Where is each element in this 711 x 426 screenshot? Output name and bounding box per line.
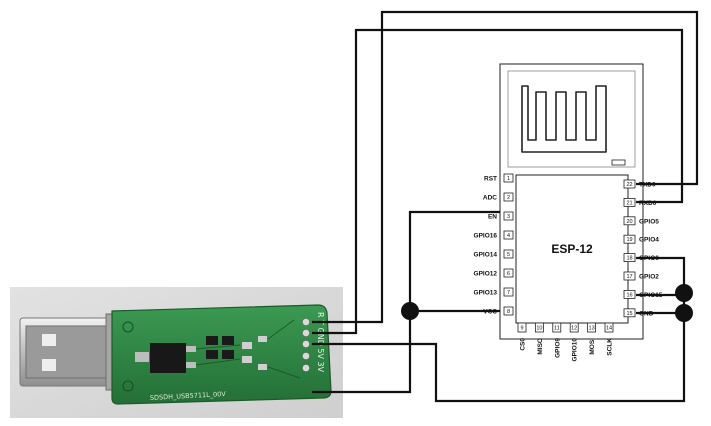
- pin-gpio13: 7 GPIO13: [474, 287, 514, 297]
- pin-gpio4: 19 GPIO4: [623, 234, 659, 244]
- pin-number: 8: [507, 309, 510, 315]
- junction-gnd: [675, 304, 693, 322]
- pin-number: 15: [626, 311, 632, 317]
- pin-number: 14: [606, 326, 612, 332]
- junction-vcc: [401, 302, 419, 320]
- pin-rxd0: 21 RXD0: [623, 197, 657, 207]
- pin-label: EN: [488, 214, 497, 221]
- pin-en: 3 EN: [488, 211, 514, 221]
- pin-number: 18: [626, 256, 632, 262]
- pin-gpio16: 4 GPIO16: [474, 230, 514, 240]
- pin-label: GPIO12: [474, 271, 498, 278]
- wire-r-to-txd0: [312, 10, 699, 324]
- pin-label: GPIO14: [474, 252, 498, 259]
- pin-adc: 2 ADC: [483, 192, 514, 202]
- pin-number: 6: [507, 271, 510, 277]
- header-label: R T GND 5V 3V: [316, 312, 325, 373]
- antenna-area: [507, 70, 636, 168]
- module-name: ESP-12: [551, 242, 593, 256]
- pin-label: GPIO10: [572, 338, 579, 362]
- pin-number: 16: [626, 292, 632, 298]
- pin-label: GPIO5: [639, 218, 659, 225]
- pin-number: 5: [507, 252, 510, 258]
- pin-label: CS0: [520, 338, 527, 351]
- pin-rst: 1 RST: [484, 173, 514, 183]
- pin-label: GPIO9: [554, 338, 561, 358]
- pin-number: 17: [626, 274, 632, 280]
- wire-t-to-rxd0: [312, 28, 684, 335]
- pin-label: MOSI: [589, 338, 596, 355]
- junction-gpio15: [675, 284, 693, 302]
- pin-label: GPIO16: [474, 233, 498, 240]
- pin-number: 11: [554, 326, 560, 332]
- pin-number: 22: [626, 182, 632, 188]
- pin-number: 12: [571, 326, 577, 332]
- usb-serial-board: R T GND 5V 3V SDSDH_USB5711L_00V: [111, 304, 332, 405]
- pin-label: RXD0: [639, 200, 657, 207]
- pin-number: 2: [507, 195, 510, 201]
- usb-plug: [19, 313, 117, 391]
- junctions: [401, 284, 693, 322]
- pin-number: 20: [626, 219, 632, 225]
- pin-number: 3: [507, 214, 510, 220]
- pin-label: ADC: [483, 195, 497, 202]
- pin-number: 4: [507, 233, 510, 239]
- pin-number: 13: [589, 326, 595, 332]
- pin-number: 9: [520, 326, 523, 332]
- esp12-module: ESP-12 1 RST 2 ADC 3 EN 4 GPIO16 5 GPIO14 6 GPIO12 7…: [474, 63, 663, 362]
- pin-label: SCLK: [607, 338, 614, 356]
- pin-number: 7: [507, 290, 510, 296]
- pin-number: 10: [536, 326, 542, 332]
- board-label: SDSDH_USB5711L_00V: [150, 390, 227, 402]
- pin-gpio2: 17 GPIO2: [623, 271, 659, 281]
- pin-label: GPIO4: [639, 237, 659, 244]
- pin-gpio5: 20 GPIO5: [623, 216, 659, 225]
- pin-number: 21: [626, 200, 632, 206]
- regulator-chip: [150, 343, 186, 373]
- pin-gpio14: 5 GPIO14: [474, 249, 514, 259]
- pin-label: GPIO2: [639, 274, 659, 281]
- pin-label: RST: [484, 176, 497, 183]
- pin-label: MISO: [537, 338, 544, 355]
- pin-number: 19: [626, 237, 632, 243]
- antenna-trace: [521, 85, 607, 153]
- pin-number: 1: [507, 176, 510, 182]
- pin-label: GPIO13: [474, 290, 498, 297]
- pin-gpio12: 6 GPIO12: [474, 268, 514, 278]
